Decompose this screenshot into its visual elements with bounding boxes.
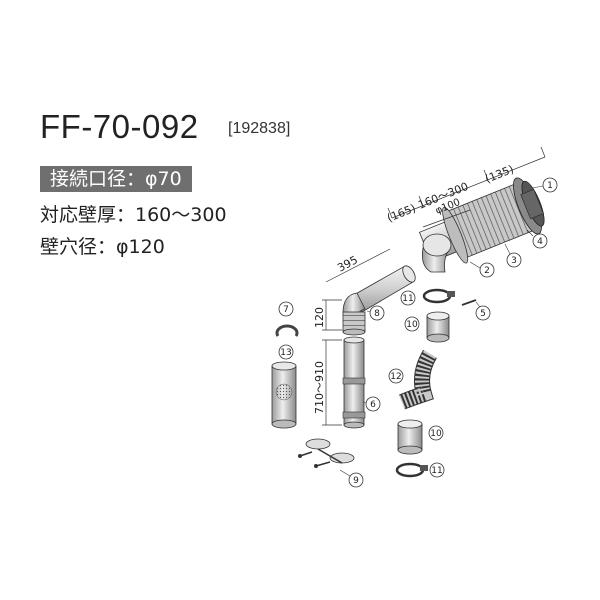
wall-thickness-spec: 対応壁厚：160〜300 xyxy=(40,204,227,226)
svg-text:1: 1 xyxy=(547,181,553,191)
part-label-13: 13 xyxy=(278,344,294,360)
svg-text:3: 3 xyxy=(511,256,517,266)
pipe-bracket xyxy=(298,438,355,468)
part-label-12: 12 xyxy=(388,368,404,384)
svg-text:5: 5 xyxy=(480,309,486,319)
band-clamp-bottom xyxy=(395,462,428,478)
svg-text:12: 12 xyxy=(390,372,401,382)
svg-text:10: 10 xyxy=(430,429,442,439)
svg-text:6: 6 xyxy=(370,400,376,410)
telescopic-pipe xyxy=(342,336,366,429)
svg-text:4: 4 xyxy=(537,237,543,247)
part-label-10-top: 10 xyxy=(404,316,420,332)
part-labels: 1 4 3 2 5 11 10 8 7 13 12 6 10 11 9 xyxy=(278,177,558,488)
dim-710-910: 710〜910 xyxy=(313,361,326,414)
part-label-6: 6 xyxy=(365,396,381,412)
dim-135: (135) xyxy=(483,163,515,186)
wall-dimension-lines xyxy=(387,146,546,228)
hole-diameter-spec: 壁穴径：φ120 xyxy=(40,236,165,258)
dim-120: 120 xyxy=(313,307,326,328)
svg-text:7: 7 xyxy=(283,305,289,315)
product-code: [192838] xyxy=(228,120,291,137)
joint-top xyxy=(426,311,450,343)
model-title: FF-70-092 xyxy=(40,108,199,145)
part-label-11-bottom: 11 xyxy=(429,462,445,478)
svg-text:13: 13 xyxy=(280,348,291,358)
joint-bottom xyxy=(397,419,423,455)
connection-spec-badge: 接続口径：φ70 xyxy=(40,166,192,192)
svg-text:11: 11 xyxy=(402,294,413,304)
part-label-9: 9 xyxy=(348,472,364,488)
dim-165: (165) xyxy=(385,202,417,225)
part-label-8: 8 xyxy=(369,305,385,321)
flex-hose xyxy=(399,350,437,409)
svg-text:11: 11 xyxy=(431,466,442,476)
svg-text:9: 9 xyxy=(353,476,359,486)
wall-flange xyxy=(442,206,469,264)
part-label-3: 3 xyxy=(506,252,522,268)
screw xyxy=(461,299,477,306)
svg-text:2: 2 xyxy=(484,266,490,276)
mesh-tube xyxy=(271,361,297,429)
dim-395: 395 xyxy=(335,253,360,274)
part-label-10-bottom: 10 xyxy=(428,425,444,441)
part-label-7: 7 xyxy=(278,301,294,317)
svg-text:10: 10 xyxy=(406,320,418,330)
elbow-pipe-395 xyxy=(342,265,416,336)
band-clamp-top xyxy=(422,288,455,304)
part-label-2: 2 xyxy=(479,262,495,278)
wall-pipe-assembly xyxy=(418,177,545,273)
svg-text:8: 8 xyxy=(374,309,380,319)
part-label-4: 4 xyxy=(532,233,548,249)
part-label-1: 1 xyxy=(542,177,558,193)
c-clip xyxy=(275,324,299,337)
part-label-5: 5 xyxy=(475,305,491,321)
part-label-11-top: 11 xyxy=(400,290,416,306)
